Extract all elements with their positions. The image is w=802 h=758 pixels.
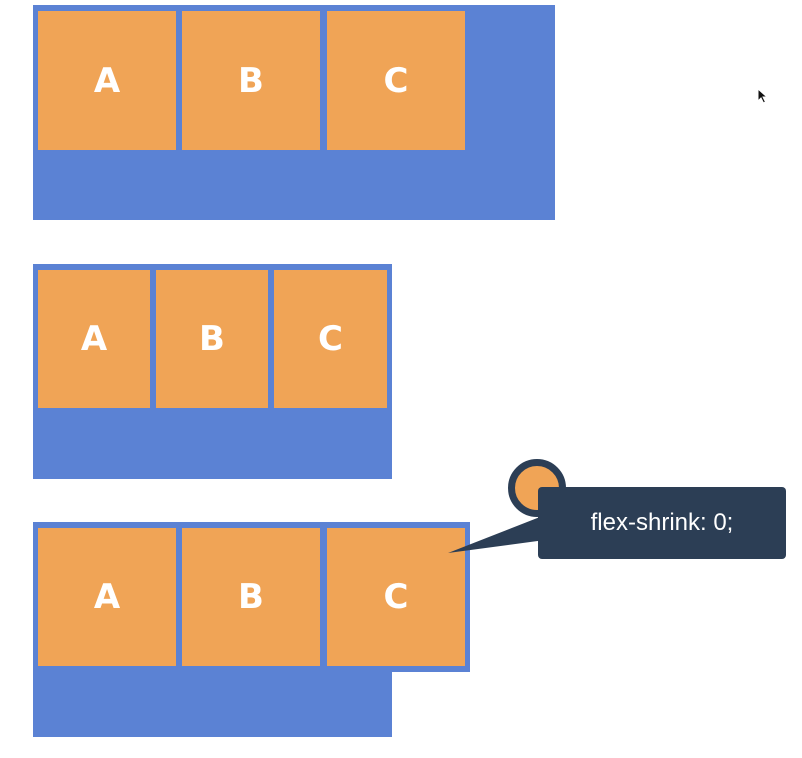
flex-item-b: B bbox=[182, 528, 320, 666]
flex-item-c: C bbox=[274, 270, 387, 408]
flex-item-b: B bbox=[156, 270, 268, 408]
flex-item-c: C bbox=[327, 528, 465, 666]
flex-item-b: B bbox=[182, 11, 320, 150]
callout-label: flex-shrink: 0; bbox=[538, 487, 786, 559]
flex-item-a: A bbox=[38, 11, 176, 150]
flex-item-a: A bbox=[38, 528, 176, 666]
flex-item-c: C bbox=[327, 11, 465, 150]
flex-item-a: A bbox=[38, 270, 150, 408]
mouse-cursor-icon bbox=[757, 88, 769, 104]
